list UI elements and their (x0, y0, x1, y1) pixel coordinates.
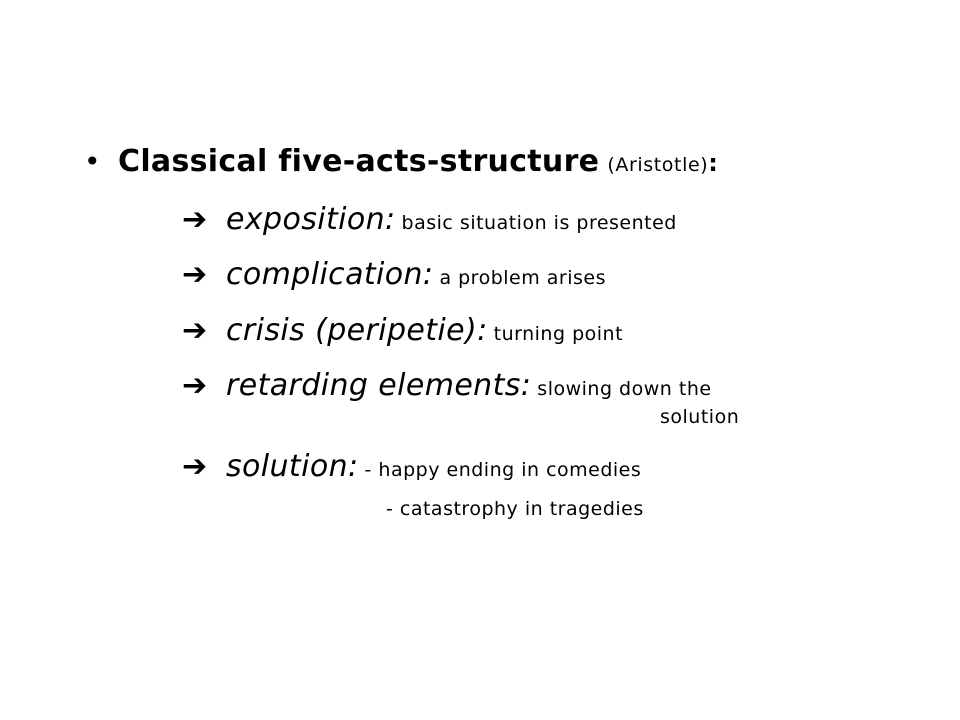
heading-aside: (Aristotle) (607, 154, 709, 176)
arrow-right-icon: ➔ (182, 257, 208, 292)
item-term: crisis (peripetie): (226, 313, 488, 348)
arrow-right-icon: ➔ (182, 202, 208, 237)
arrow-right-icon: ➔ (182, 449, 208, 484)
item-description: - happy ending in comedies (364, 459, 642, 481)
list-item-exposition: ➔ exposition:basic situation is presented (182, 198, 677, 246)
item-term: exposition: (226, 202, 396, 237)
list-item-retarding-elements: ➔ retarding elements:slowing down the (182, 364, 712, 412)
item-term: retarding elements: (226, 368, 532, 403)
heading-colon: : (708, 149, 718, 177)
item-description-continued: solution (660, 406, 740, 428)
heading-title: Classical five-acts-structure (118, 144, 600, 179)
list-item-solution: ➔ solution:- happy ending in comedies (182, 445, 641, 493)
bullet-icon: • (84, 145, 101, 178)
item-description: turning point (493, 323, 624, 345)
item-description: basic situation is presented (401, 212, 677, 234)
item-term: complication: (226, 257, 434, 292)
arrow-right-icon: ➔ (182, 313, 208, 348)
arrow-right-icon: ➔ (182, 368, 208, 403)
item-term: solution: (226, 449, 359, 484)
item-description: a problem arises (439, 267, 606, 289)
item-description: slowing down the (537, 378, 712, 400)
list-item-complication: ➔ complication:a problem arises (182, 253, 606, 301)
list-item-crisis: ➔ crisis (peripetie):turning point (182, 309, 623, 357)
item-description-continued: - catastrophy in tragedies (386, 498, 644, 520)
slide-heading: • Classical five-acts-structure (Aristotle… (84, 140, 718, 188)
